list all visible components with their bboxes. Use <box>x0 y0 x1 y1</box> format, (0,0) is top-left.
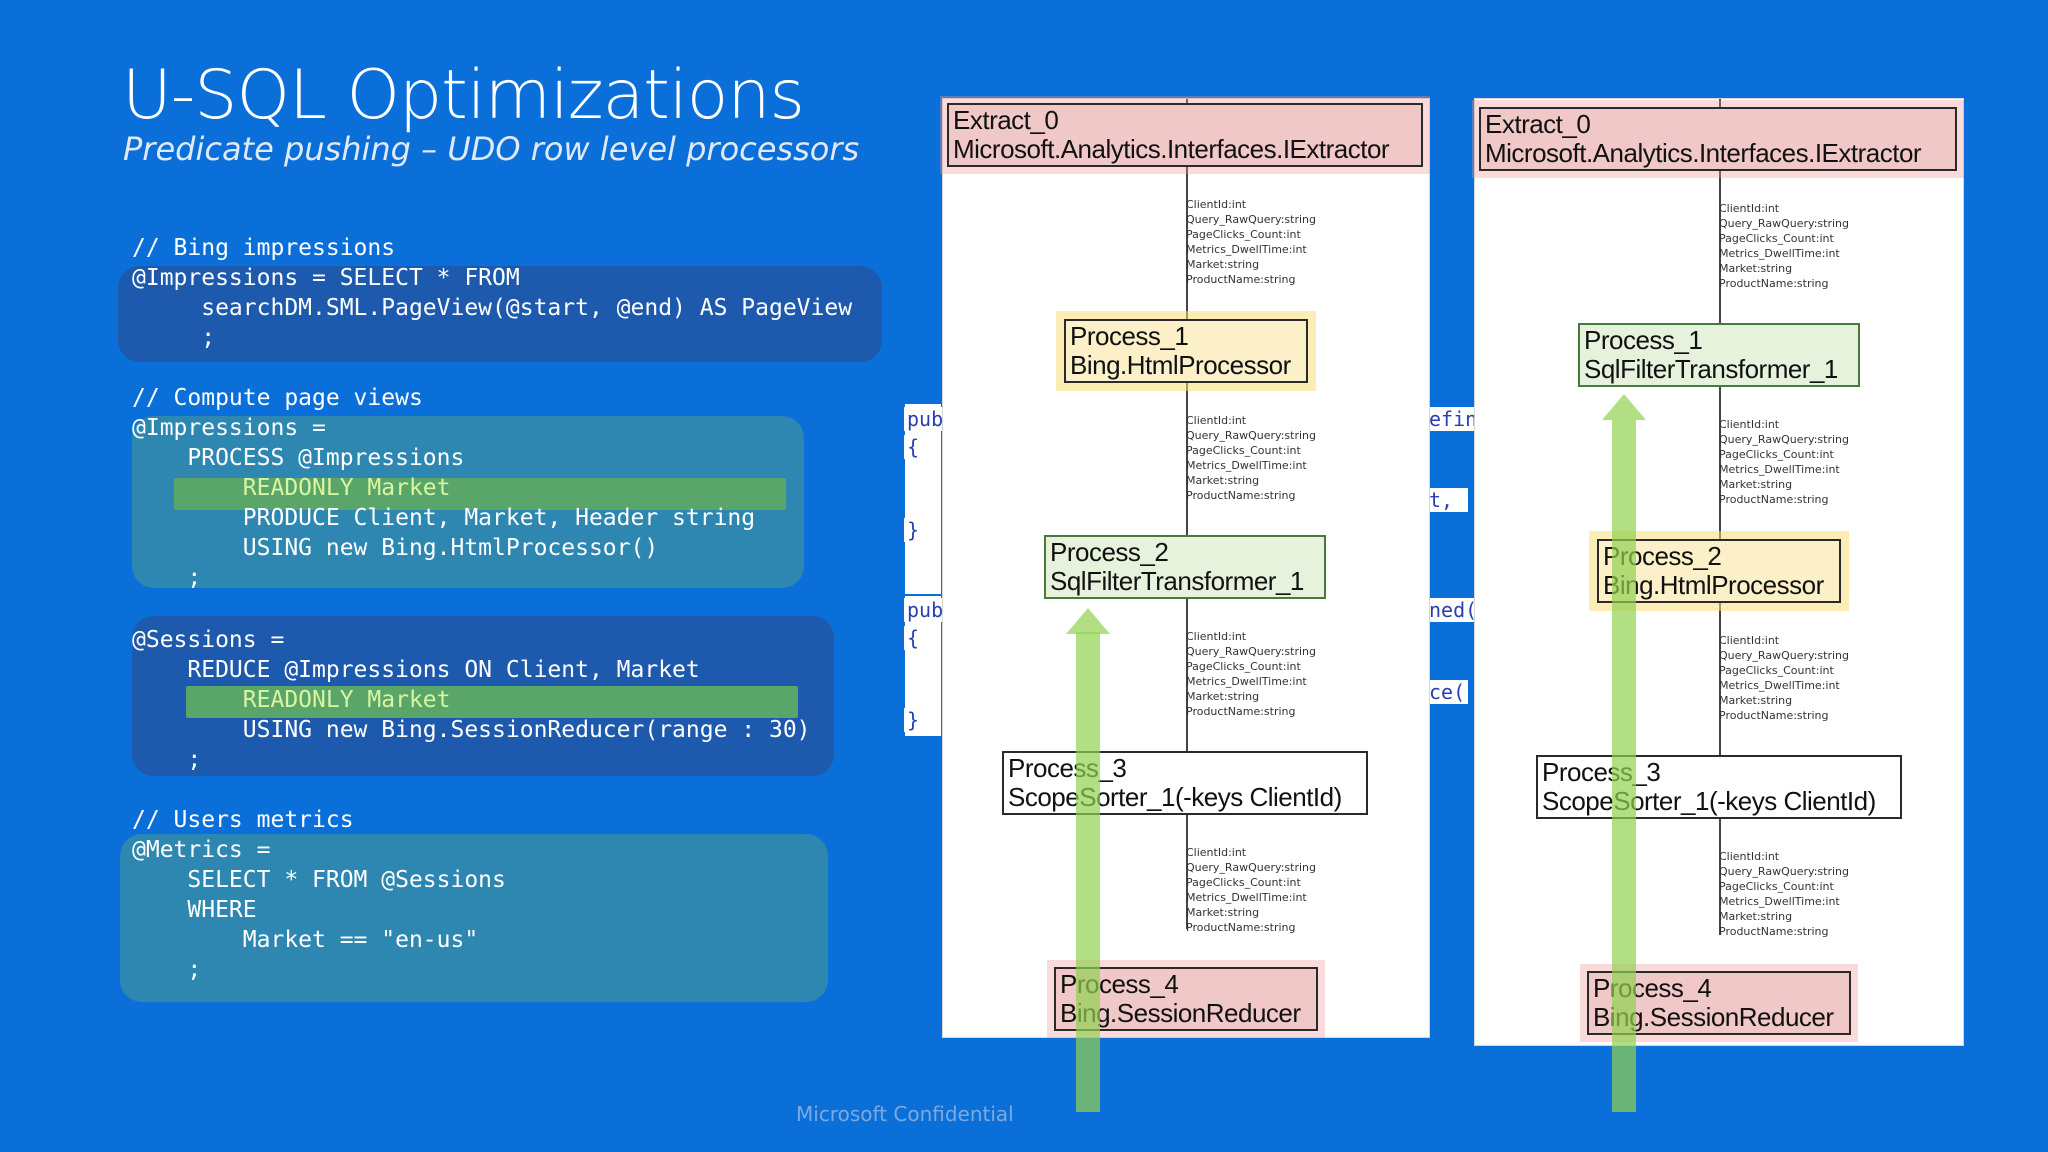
edge-schema: ClientId:int Query_RawQuery:string PageC… <box>1719 634 1849 722</box>
code-line: ; <box>132 747 202 773</box>
code-line: @Metrics = <box>132 837 271 863</box>
node-type: Bing.HtmlProcessor <box>1070 350 1291 380</box>
code-block-users-metrics: // Users metrics @Metrics = SELECT * FRO… <box>132 805 506 985</box>
readonly-highlight <box>174 478 786 510</box>
footer-confidential: Microsoft Confidential <box>796 1102 1014 1126</box>
edge-schema: ClientId:int Query_RawQuery:string PageC… <box>1186 846 1316 934</box>
node-name: Process_1 <box>1070 321 1189 351</box>
code-fragment: pub <box>904 598 947 622</box>
code-line: @Sessions = <box>132 627 285 653</box>
code-line-readonly: READONLY Market <box>132 687 451 713</box>
node-extract-0[interactable]: Extract_0 Microsoft.Analytics.Interfaces… <box>947 103 1423 167</box>
code-line: ; <box>132 325 216 351</box>
code-line: PRODUCE Client, Market, Header string <box>132 505 756 531</box>
code-fragment: ce( <box>1426 680 1469 704</box>
predicate-push-arrow-left <box>1076 632 1100 1112</box>
code-fragment-strip <box>905 404 941 594</box>
node-name: Process_3 <box>1008 753 1127 783</box>
code-fragment: ned( <box>1426 598 1481 622</box>
edge-schema: ClientId:int Query_RawQuery:string PageC… <box>1186 414 1316 502</box>
code-line: searchDM.SML.PageView(@start, @end) AS P… <box>132 295 853 321</box>
node-type: ScopeSorter_1(-keys ClientId) <box>1008 782 1342 812</box>
code-line: @Impressions = SELECT * FROM <box>132 265 520 291</box>
node-name: Extract_0 <box>1485 109 1591 139</box>
readonly-highlight <box>186 686 798 718</box>
node-type: SqlFilterTransformer_1 <box>1050 566 1304 596</box>
code-line-readonly: READONLY Market <box>132 475 451 501</box>
slide-subtitle: Predicate pushing – UDO row level proces… <box>123 130 860 168</box>
node-type: Microsoft.Analytics.Interfaces.IExtracto… <box>953 134 1390 164</box>
arrow-up-icon <box>1602 394 1646 420</box>
edge-schema: ClientId:int Query_RawQuery:string PageC… <box>1719 850 1849 938</box>
code-fragment: pub <box>904 407 947 431</box>
edge-schema: ClientId:int Query_RawQuery:string PageC… <box>1186 198 1316 286</box>
code-block-sessions: @Sessions = REDUCE @Impressions ON Clien… <box>132 625 811 775</box>
node-type: SqlFilterTransformer_1 <box>1584 354 1838 384</box>
node-process-1[interactable]: Process_1 Bing.HtmlProcessor <box>1064 319 1308 383</box>
code-line: SELECT * FROM @Sessions <box>132 867 506 893</box>
slide-title: U-SQL Optimizations <box>122 56 805 135</box>
code-block-page-views: // Compute page views @Impressions = PRO… <box>132 383 755 593</box>
edge-schema: ClientId:int Query_RawQuery:string PageC… <box>1719 418 1849 506</box>
node-process-2[interactable]: Process_2 Bing.HtmlProcessor <box>1597 539 1841 603</box>
code-line: // Compute page views <box>132 385 423 411</box>
code-block-bing-impressions-bg <box>118 266 882 362</box>
code-fragment: t, <box>1426 488 1469 512</box>
edge-line <box>1186 99 1188 929</box>
edge-line <box>1719 99 1721 935</box>
node-type: Bing.SessionReducer <box>1060 998 1301 1028</box>
code-fragment: { <box>904 435 923 459</box>
edge-schema: ClientId:int Query_RawQuery:string PageC… <box>1719 202 1849 290</box>
node-name: Process_2 <box>1603 541 1722 571</box>
node-name: Process_3 <box>1542 757 1661 787</box>
node-process-2[interactable]: Process_2 SqlFilterTransformer_1 <box>1044 535 1326 599</box>
edge-schema: ClientId:int Query_RawQuery:string PageC… <box>1186 630 1316 718</box>
code-fragment: } <box>904 708 923 732</box>
code-block-bing-impressions: // Bing impressions @Impressions = SELEC… <box>132 233 852 353</box>
code-line: USING new Bing.HtmlProcessor() <box>132 535 659 561</box>
code-line: @Impressions = <box>132 415 326 441</box>
code-line: WHERE <box>132 897 257 923</box>
code-line: REDUCE @Impressions ON Client, Market <box>132 657 700 683</box>
node-name: Extract_0 <box>953 105 1059 135</box>
code-fragment: { <box>904 626 923 650</box>
node-extract-0[interactable]: Extract_0 Microsoft.Analytics.Interfaces… <box>1479 107 1957 171</box>
code-line: USING new Bing.SessionReducer(range : 30… <box>132 717 811 743</box>
node-type: Microsoft.Analytics.Interfaces.IExtracto… <box>1485 138 1922 168</box>
node-type: ScopeSorter_1(-keys ClientId) <box>1542 786 1876 816</box>
node-type: Bing.HtmlProcessor <box>1603 570 1824 600</box>
node-process-1[interactable]: Process_1 SqlFilterTransformer_1 <box>1578 323 1860 387</box>
code-fragment: efin <box>1426 407 1481 431</box>
node-process-3[interactable]: Process_3 ScopeSorter_1(-keys ClientId) <box>1002 751 1368 815</box>
code-line: // Bing impressions <box>132 235 396 261</box>
code-line: ; <box>132 957 202 983</box>
node-name: Process_1 <box>1584 325 1703 355</box>
code-line: Market == "en-us" <box>132 927 479 953</box>
code-line: // Users metrics <box>132 807 354 833</box>
node-name: Process_2 <box>1050 537 1169 567</box>
code-fragment: } <box>904 518 923 542</box>
arrow-up-icon <box>1066 608 1110 634</box>
predicate-push-arrow-right <box>1612 420 1636 1112</box>
diagram-optimized-plan: Extract_0 Microsoft.Analytics.Interfaces… <box>1474 98 1964 1046</box>
node-process-3[interactable]: Process_3 ScopeSorter_1(-keys ClientId) <box>1536 755 1902 819</box>
code-line: PROCESS @Impressions <box>132 445 465 471</box>
diagram-original-plan: Extract_0 Microsoft.Analytics.Interfaces… <box>942 98 1430 1038</box>
code-line: ; <box>132 565 202 591</box>
code-block-users-metrics-bg <box>120 834 828 1002</box>
